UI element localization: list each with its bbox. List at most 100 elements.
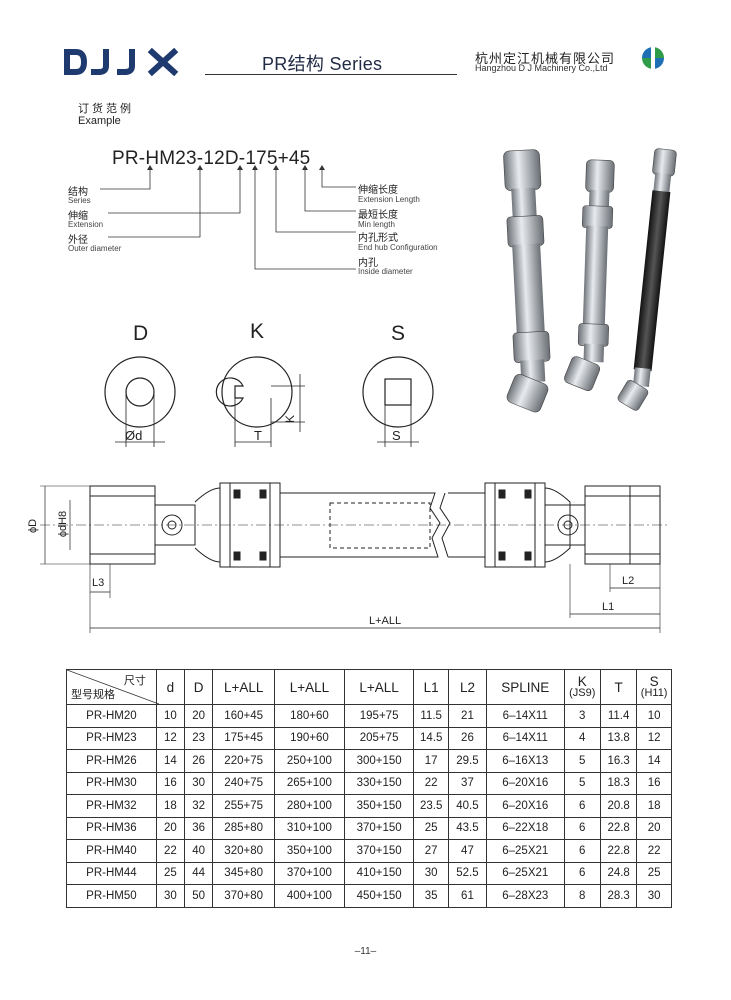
corner-header-cell: 尺寸 型号规格 <box>66 669 159 705</box>
value-cell: 6 <box>563 794 601 818</box>
header-D: D <box>184 669 214 705</box>
value-cell: 20 <box>184 704 214 728</box>
header-s-main: S <box>649 674 659 689</box>
header-s-sub: (H11) <box>640 687 668 699</box>
value-cell: 450+150 <box>343 884 415 908</box>
value-cell: 180+60 <box>274 704 345 728</box>
bore-s-dim-label: S <box>392 428 401 443</box>
value-cell: 32 <box>184 794 214 818</box>
spec-table: 尺寸 型号规格 d D L+ALL L+ALL L+ALL L1 L2 SPLI… <box>66 669 672 908</box>
value-cell: 22.8 <box>599 839 638 863</box>
value-cell: 6–20X16 <box>486 771 565 795</box>
value-cell: 16 <box>636 771 672 795</box>
value-cell: 17 <box>413 749 449 773</box>
value-cell: 370+150 <box>343 839 415 863</box>
header-lall-3: L+ALL <box>343 669 415 705</box>
value-cell: 6 <box>563 839 601 863</box>
model-cell: PR-HM30 <box>66 771 157 795</box>
value-cell: 20 <box>155 816 186 840</box>
company-emblem-icon <box>640 45 666 71</box>
label-extension-cn: 伸缩 <box>68 211 88 222</box>
label-inside-diameter-en: Inside diameter <box>358 267 413 276</box>
value-cell: 23.5 <box>413 794 449 818</box>
series-title: PR结构 Series <box>262 54 383 74</box>
value-cell: 30 <box>413 861 449 885</box>
label-extension-en: Extension <box>68 220 104 229</box>
value-cell: 43.5 <box>447 816 488 840</box>
label-min-length-en: Min length <box>358 220 395 229</box>
value-cell: 23 <box>184 726 214 750</box>
bore-d-dim-label: Ød <box>125 428 143 443</box>
order-code-leader-lines <box>100 165 356 270</box>
value-cell: 14 <box>155 749 186 773</box>
model-cell: PR-HM50 <box>66 884 157 908</box>
value-cell: 16 <box>155 771 186 795</box>
dim-phidH8-label: ϕdH8 <box>57 510 70 538</box>
value-cell: 6–20X16 <box>486 794 565 818</box>
dim-phiD-label: ϕD <box>27 518 40 534</box>
value-cell: 6–22X18 <box>486 816 565 840</box>
value-cell: 6 <box>563 816 601 840</box>
value-cell: 280+100 <box>274 794 345 818</box>
value-cell: 22 <box>413 771 449 795</box>
value-cell: 30 <box>155 884 186 908</box>
value-cell: 47 <box>447 839 488 863</box>
value-cell: 40 <box>184 839 214 863</box>
value-cell: 22 <box>636 839 672 863</box>
value-cell: 36 <box>184 816 214 840</box>
header-lall-2: L+ALL <box>274 669 345 705</box>
dim-l2-label: L2 <box>622 575 635 587</box>
value-cell: 16.3 <box>599 749 638 773</box>
header-d: d <box>155 669 186 705</box>
value-cell: 330+150 <box>343 771 415 795</box>
order-code: PR-HM23-12D-175+45 <box>112 148 311 169</box>
value-cell: 240+75 <box>212 771 276 795</box>
label-outer-diameter-en: Outer diameter <box>68 244 122 253</box>
value-cell: 20.8 <box>599 794 638 818</box>
value-cell: 320+80 <box>212 839 276 863</box>
value-cell: 18.3 <box>599 771 638 795</box>
label-min-length-cn: 最短长度 <box>358 210 398 221</box>
value-cell: 6–25X21 <box>486 839 565 863</box>
page-number: –11– <box>354 946 377 957</box>
value-cell: 6 <box>563 861 601 885</box>
value-cell: 410+150 <box>343 861 415 885</box>
value-cell: 370+150 <box>343 816 415 840</box>
value-cell: 11.5 <box>413 704 449 728</box>
bore-k-t-label: T <box>254 428 262 443</box>
brand-logo <box>62 47 182 77</box>
label-hub-config-cn: 内孔形式 <box>358 233 398 244</box>
value-cell: 6–16X13 <box>486 749 565 773</box>
value-cell: 30 <box>184 771 214 795</box>
header-k: K(JS9) <box>563 669 601 705</box>
value-cell: 12 <box>155 726 186 750</box>
bore-k-k-label: K <box>283 414 298 424</box>
company-name-cn: 杭州定江机械有限公司 <box>475 51 616 66</box>
value-cell: 195+75 <box>343 704 415 728</box>
value-cell: 44 <box>184 861 214 885</box>
value-cell: 10 <box>155 704 186 728</box>
header-s: S(H11) <box>636 669 672 705</box>
value-cell: 29.5 <box>447 749 488 773</box>
header-lall-1: L+ALL <box>212 669 276 705</box>
shaft-technical-drawing <box>40 482 670 633</box>
header-k-sub: (JS9) <box>569 687 596 699</box>
value-cell: 350+150 <box>343 794 415 818</box>
value-cell: 30 <box>636 884 672 908</box>
bore-type-drawings <box>104 356 434 447</box>
header-spline: SPLINE <box>486 669 565 705</box>
label-series-en: Series <box>68 196 91 205</box>
value-cell: 265+100 <box>274 771 345 795</box>
model-cell: PR-HM23 <box>66 726 157 750</box>
value-cell: 10 <box>636 704 672 728</box>
example-title-cn: 订货范例 <box>78 103 134 115</box>
model-cell: PR-HM20 <box>66 704 157 728</box>
value-cell: 220+75 <box>212 749 276 773</box>
value-cell: 6–25X21 <box>486 861 565 885</box>
